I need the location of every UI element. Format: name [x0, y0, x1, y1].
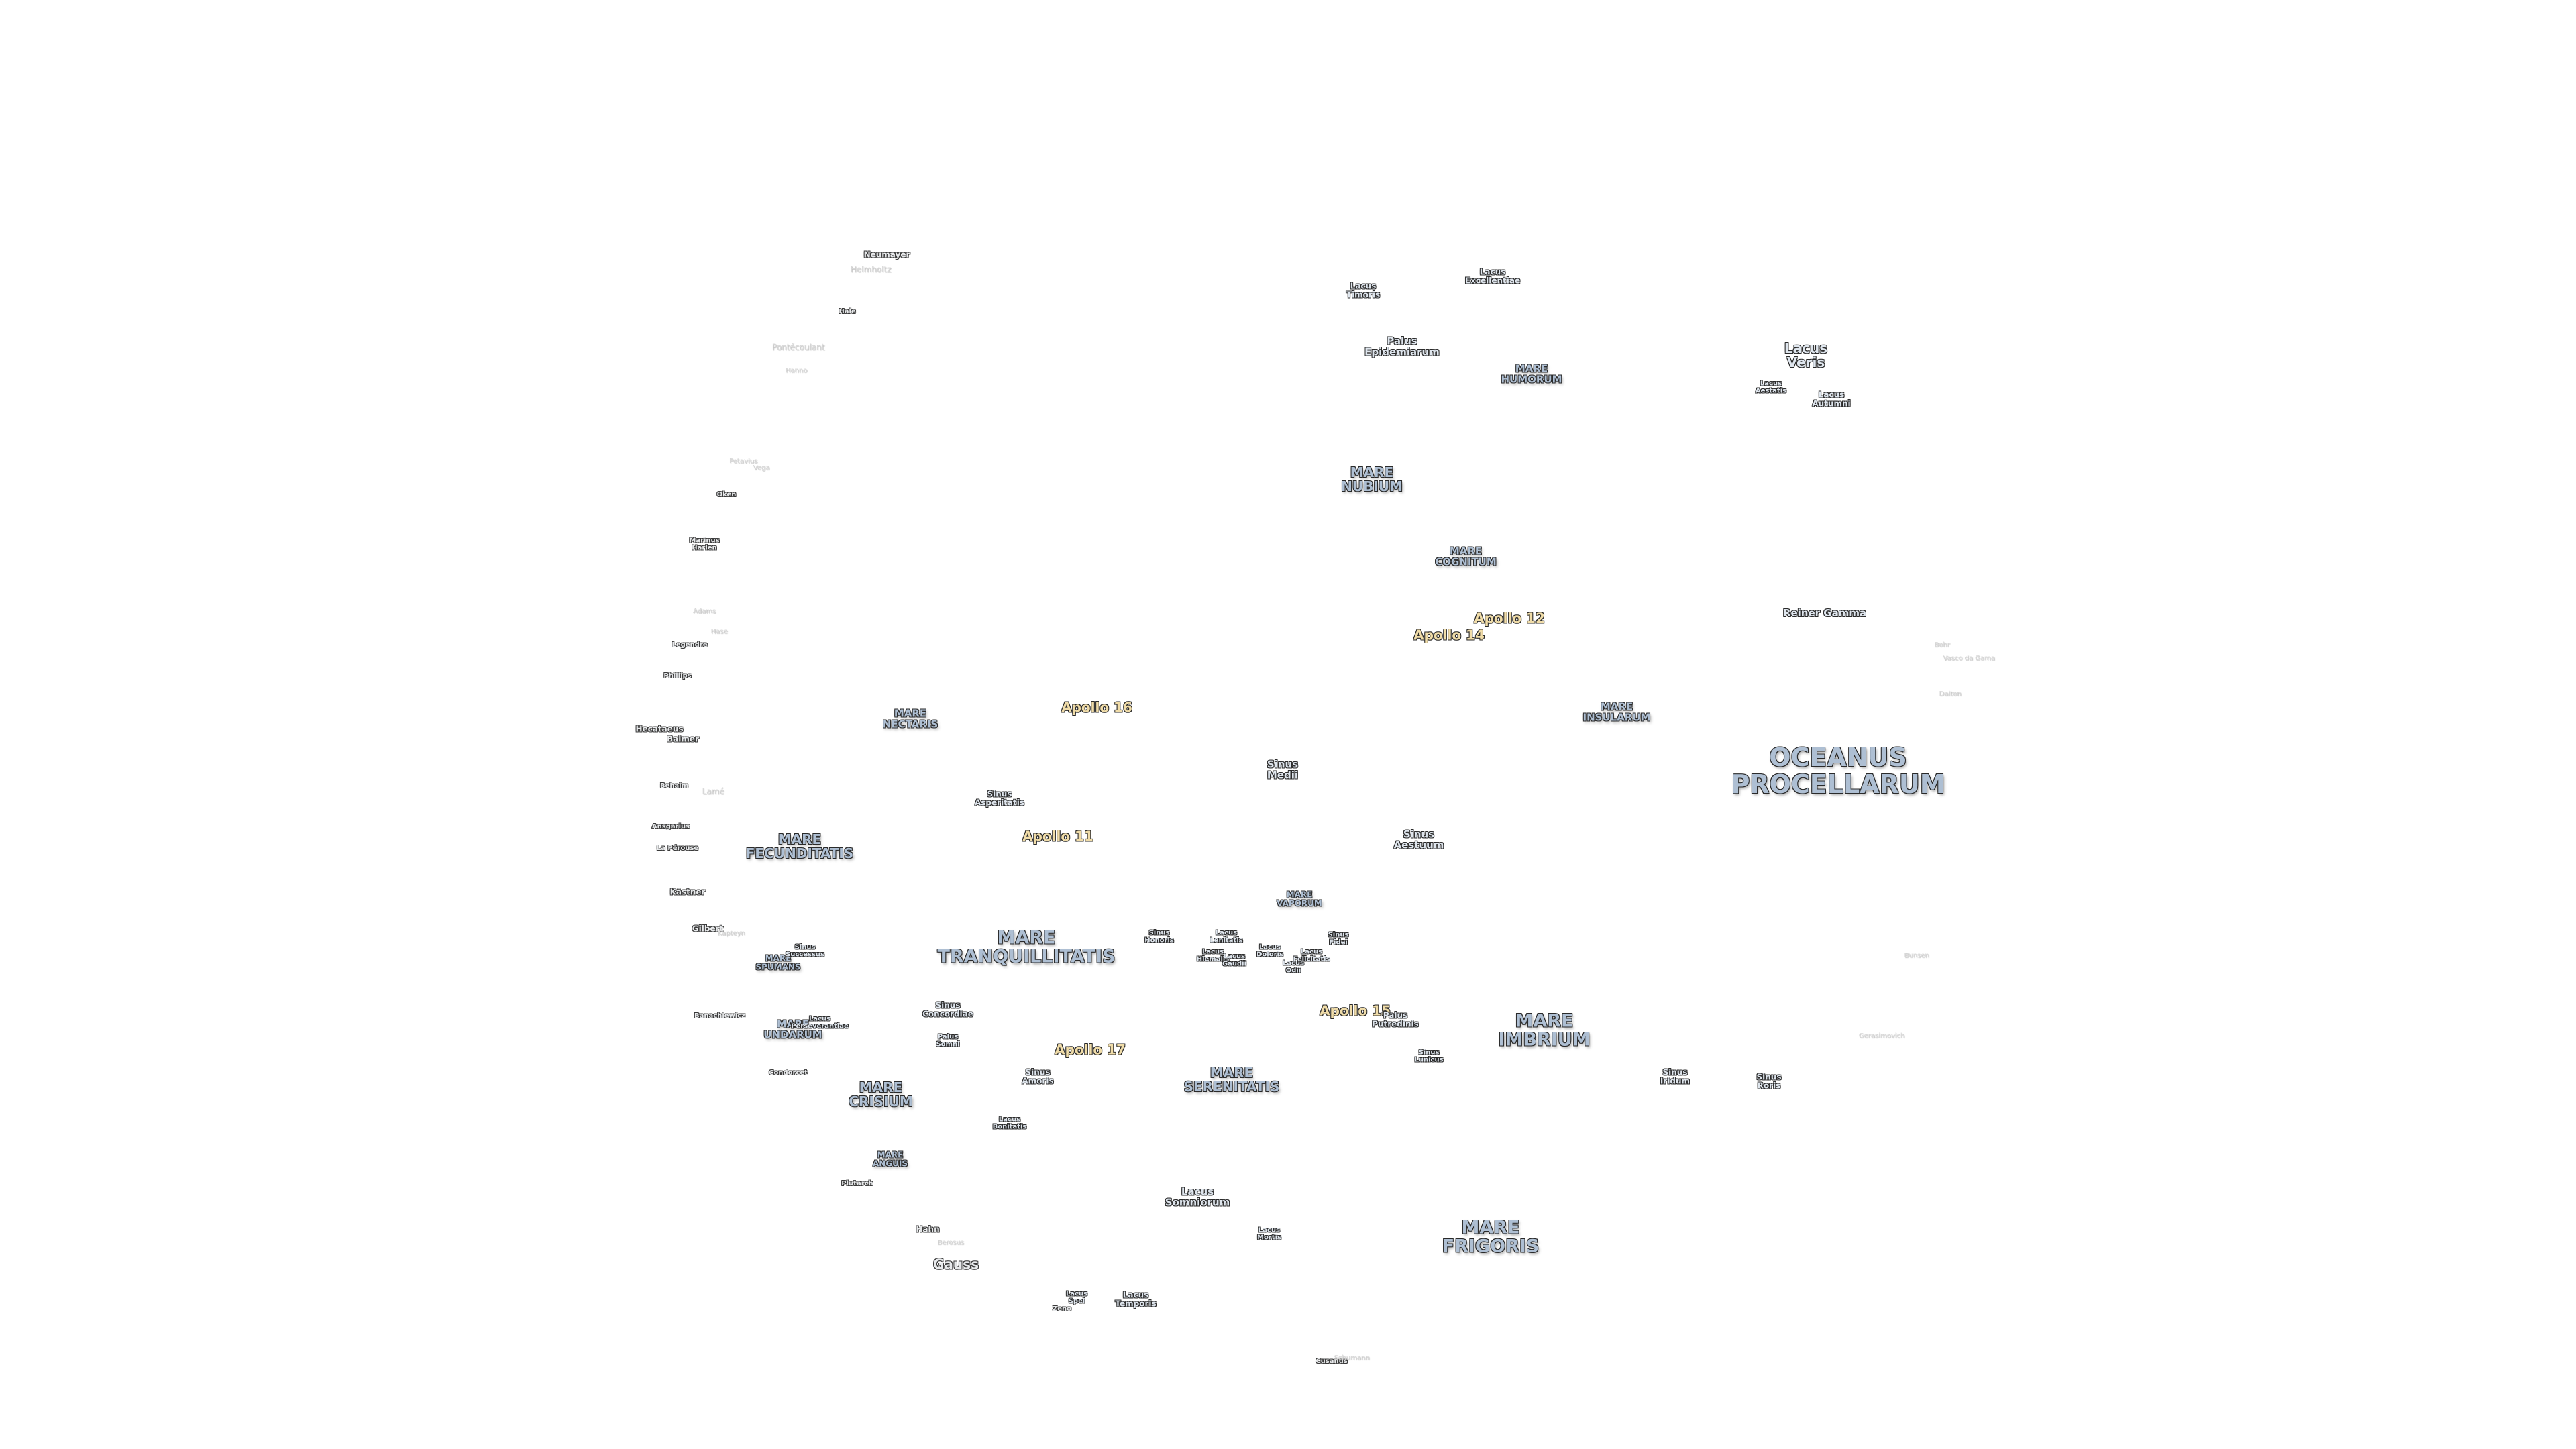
gilbert-label: Gilbert: [692, 924, 724, 934]
mare-undarum-label: MARE UNDARUM: [763, 1018, 822, 1040]
hale-label: Hale: [839, 307, 856, 315]
kastner-label: Kästner: [669, 887, 706, 897]
sinus-concordiae-label: Sinus Concordiae: [922, 1000, 973, 1018]
lacus-aestatis-label: Lacus Aestatis: [1755, 380, 1787, 394]
lacus-gaudii-label: Lacus Gaudii: [1222, 953, 1247, 967]
mare-tranquillitatis-label: MARE TRANQUILLITATIS: [937, 927, 1116, 967]
vasco-da-gama-label: Vasco da Gama: [1943, 654, 1995, 662]
apollo-16-label: Apollo 16: [1061, 699, 1132, 716]
legendre-label: Legendre: [672, 641, 708, 649]
mare-imbrium-label: MARE IMBRIUM: [1498, 1010, 1591, 1051]
lacus-temporis-label: Lacus Temporis: [1115, 1290, 1157, 1308]
lame-label: Lamé: [702, 786, 724, 796]
ansgarius-label: Ansgarius: [651, 822, 690, 830]
hahn-label: Hahn: [916, 1224, 940, 1234]
gerasimovich-label: Gerasimovich: [1858, 1032, 1905, 1040]
la-perouse-label: La Pérouse: [656, 844, 699, 852]
dalton-label: Dalton: [1939, 690, 1962, 698]
vega-label: Vega: [753, 464, 770, 472]
gauss-label: Gauss: [933, 1256, 979, 1273]
oken-label: Oken: [716, 490, 737, 498]
berosus-label: Berosus: [937, 1238, 964, 1246]
kapteyn-label: Kapteyn: [717, 929, 745, 937]
banachiewicz-label: Banachiewicz: [694, 1012, 745, 1020]
palus-somni-label: Palus Somni: [936, 1033, 960, 1048]
bunsen-label: Bunsen: [1904, 951, 1929, 959]
mare-frigoris-label: MARE FRIGORIS: [1442, 1217, 1540, 1257]
pontecoulant-label: Pontécoulant: [771, 342, 825, 352]
sinus-lunicus-label: Sinus Lunicus: [1414, 1049, 1444, 1063]
mare-anguis-label: MARE ANGUIS: [872, 1150, 908, 1168]
marinus-label: Marinus Harlen: [689, 537, 720, 551]
mare-insularum-label: MARE INSULARUM: [1582, 700, 1651, 723]
sinus-iridum-label: Sinus Iridum: [1660, 1067, 1690, 1085]
cusanus-label: Cusanus: [1316, 1357, 1348, 1365]
petavius-label: Petavius: [729, 457, 758, 465]
adams-label: Adams: [692, 607, 716, 615]
plutarch-label: Plutarch: [841, 1179, 873, 1187]
apollo-12-label: Apollo 12: [1474, 610, 1545, 627]
mare-cognitum-label: MARE COGNITUM: [1435, 545, 1497, 568]
palus-epidemiarum-label: Palus Epidemiarum: [1364, 335, 1440, 358]
sinus-amoris-label: Sinus Amoris: [1022, 1067, 1054, 1085]
mare-nectaris-label: MARE NECTARIS: [882, 707, 938, 730]
schumann-label: Schumann: [1334, 1354, 1370, 1362]
condorcet-label: Condorcet: [769, 1069, 808, 1077]
balmer-label: Balmer: [667, 734, 699, 744]
lacus-hiemalis-label: Lacus Hiemalis: [1196, 948, 1230, 963]
sinus-roris-label: Sinus Roris: [1756, 1072, 1782, 1090]
lacus-felicitatis-label: Lacus Felicitatis: [1293, 948, 1330, 963]
mare-vaporum-label: MARE VAPORUM: [1277, 890, 1322, 908]
lacus-bonitatis-label: Lacus Bonitatis: [992, 1116, 1027, 1130]
mare-humorum-label: MARE HUMORUM: [1501, 362, 1562, 385]
sinus-aestuum-label: Sinus Aestuum: [1393, 828, 1444, 851]
lacus-mortis-label: Lacus Mortis: [1257, 1226, 1281, 1241]
mare-nubium-label: MARE NUBIUM: [1341, 464, 1403, 494]
lacus-veris-label: Lacus Veris: [1784, 340, 1828, 370]
palus-putredinis-label: Palus Putredinis: [1372, 1010, 1419, 1028]
lacus-odii-label: Lacus Odii: [1282, 959, 1305, 974]
sinus-asperitatis-label: Sinus Asperitatis: [974, 789, 1025, 807]
mare-spumans-label: MARE SPUMANS: [755, 953, 801, 971]
apollo-14-label: Apollo 14: [1413, 627, 1485, 643]
neumayer-label: Neumayer: [863, 250, 910, 260]
zeno-label: Zeno: [1052, 1305, 1072, 1313]
apollo-17-label: Apollo 17: [1055, 1041, 1126, 1058]
mare-crisium-label: MARE CRISIUM: [849, 1079, 913, 1110]
lacus-somniorum-label: Lacus Somniorum: [1165, 1185, 1230, 1208]
mare-serenitatis-label: MARE SERENITATIS: [1183, 1065, 1280, 1095]
lacus-spei-label: Lacus Spei: [1065, 1290, 1088, 1305]
hecataeus-label: Hecataeus: [635, 724, 684, 734]
lacus-lenitatis-label: Lacus Lenitatis: [1210, 929, 1243, 944]
lacus-doloris-label: Lacus Doloris: [1256, 943, 1283, 958]
sinus-successus-label: Sinus Successus: [786, 943, 824, 958]
oceanus-procellarum-label: OCEANUS PROCELLARUM: [1731, 743, 1945, 799]
hanno-label: Hanno: [785, 366, 808, 374]
sinus-honoris-label: Sinus Honoris: [1144, 929, 1174, 944]
reiner-gamma-label: Reiner Gamma: [1782, 607, 1867, 620]
lacus-perseverantiae-label: Lacus Perseverantiae: [791, 1015, 849, 1030]
behaim-label: Behaim: [659, 782, 689, 790]
apollo-11-label: Apollo 11: [1022, 828, 1093, 845]
helmholtz-label: Helmholtz: [850, 264, 892, 274]
apollo-15-label: Apollo 15: [1320, 1002, 1391, 1019]
lacus-timoris-label: Lacus Timoris: [1346, 281, 1381, 299]
lacus-excellentiae-label: Lacus Excellentiae: [1464, 267, 1521, 285]
bohr-label: Bohr: [1934, 641, 1950, 649]
hase-label: Hase: [710, 627, 728, 635]
lacus-autumni-label: Lacus Autumni: [1812, 390, 1851, 408]
sinus-medii-label: Sinus Medii: [1267, 758, 1299, 781]
mare-fecunditatis-label: MARE FECUNDITATIS: [745, 831, 854, 861]
sinus-fidei-label: Sinus Fidei: [1328, 931, 1349, 946]
phillips-label: Phillips: [663, 672, 692, 680]
